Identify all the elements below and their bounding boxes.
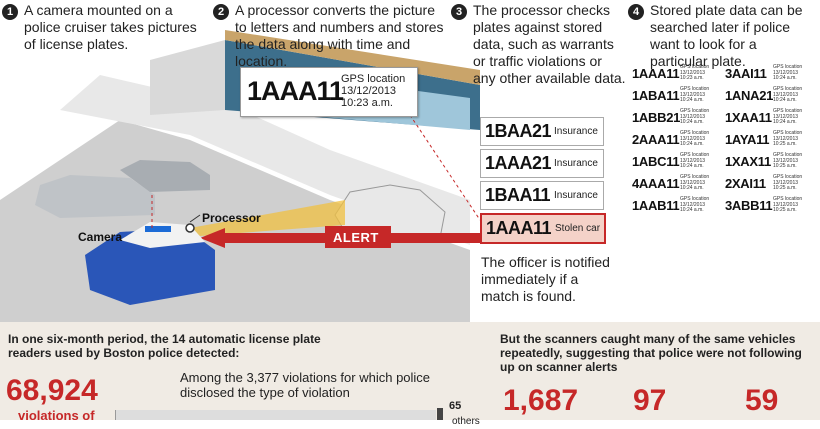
bar-value: 65 — [449, 400, 462, 412]
bar-caption: others — [452, 416, 480, 427]
db-plate: 4AAA11 — [632, 176, 680, 191]
step-number: 3 — [451, 4, 467, 20]
check-row: 1BAA21 Insurance — [480, 117, 604, 146]
callout-time: 10:23 a.m. — [341, 97, 393, 109]
check-plate: 1BAA21 — [485, 121, 552, 141]
mid-text: Among the 3,377 violations for which pol… — [180, 370, 431, 400]
step-text: The processor checks plates against stor… — [473, 2, 626, 86]
db-plate: 1ABA11 — [632, 88, 680, 103]
stat-3: 59 — [745, 384, 779, 417]
step-number: 1 — [2, 4, 18, 20]
check-status: Stolen car — [555, 223, 601, 234]
violation-bar-dark — [437, 408, 443, 420]
step-text: A camera mounted on a police cruiser tak… — [24, 2, 197, 52]
db-plate: 1XAA11 — [725, 110, 772, 125]
check-status: Insurance — [554, 158, 598, 169]
left-heading: In one six-month period, the 14 automati… — [8, 332, 321, 360]
check-plate: 1AAA21 — [485, 153, 552, 173]
violation-bar — [115, 410, 436, 420]
step-number: 4 — [628, 4, 644, 20]
db-plate: 1ABC11 — [632, 154, 680, 169]
check-row: 1BAA11 Insurance — [480, 181, 604, 210]
check-status: Insurance — [554, 190, 598, 201]
db-plate: 3AAI11 — [725, 66, 767, 81]
stat-2: 97 — [633, 384, 667, 417]
plate-callout: 1AAA11 GPS location 13/12/2013 10:23 a.m… — [240, 67, 418, 117]
big-number: 68,924 — [6, 374, 98, 407]
camera-label: Camera — [78, 230, 123, 244]
db-plate: 1AYA11 — [725, 132, 770, 147]
check-plate: 1BAA11 — [485, 185, 551, 205]
check-status: Insurance — [554, 126, 598, 137]
alert-label: ALERT — [333, 230, 379, 245]
db-plate: 3ABB11 — [725, 198, 773, 213]
step-text: A processor converts the picture to lett… — [235, 2, 444, 69]
callout-gps: GPS location — [341, 73, 406, 85]
db-plate: 2AAA11 — [632, 132, 680, 147]
db-plate: 2XAI11 — [725, 176, 766, 191]
right-heading: But the scanners caught many of the same… — [500, 332, 802, 374]
db-plate: 1AAB11 — [632, 198, 680, 213]
stat-1: 1,687 — [503, 384, 579, 417]
processor-label: Processor — [202, 211, 261, 225]
stats-panel: In one six-month period, the 14 automati… — [0, 322, 820, 427]
db-plate: 1AAA11 — [632, 66, 680, 81]
step-number: 2 — [213, 4, 229, 20]
callout-plate: 1AAA11 — [247, 76, 344, 106]
notified-text: The officer is notified immediately if a… — [481, 254, 610, 304]
db-plate: 1ANA21 — [725, 88, 774, 103]
check-plate: 1AAA11 — [486, 218, 552, 238]
callout-date: 13/12/2013 — [341, 85, 397, 97]
big-caption: violations of — [18, 408, 95, 423]
db-plate: 1ABB21 — [632, 110, 681, 125]
check-row-match: 1AAA11 Stolen car — [480, 213, 606, 244]
db-plate: 1XAX11 — [725, 154, 771, 169]
check-row: 1AAA21 Insurance — [480, 149, 604, 178]
step-text: Stored plate data can be searched later … — [650, 2, 803, 69]
callout-meta: GPS location 13/12/2013 10:23 a.m. — [341, 73, 405, 109]
